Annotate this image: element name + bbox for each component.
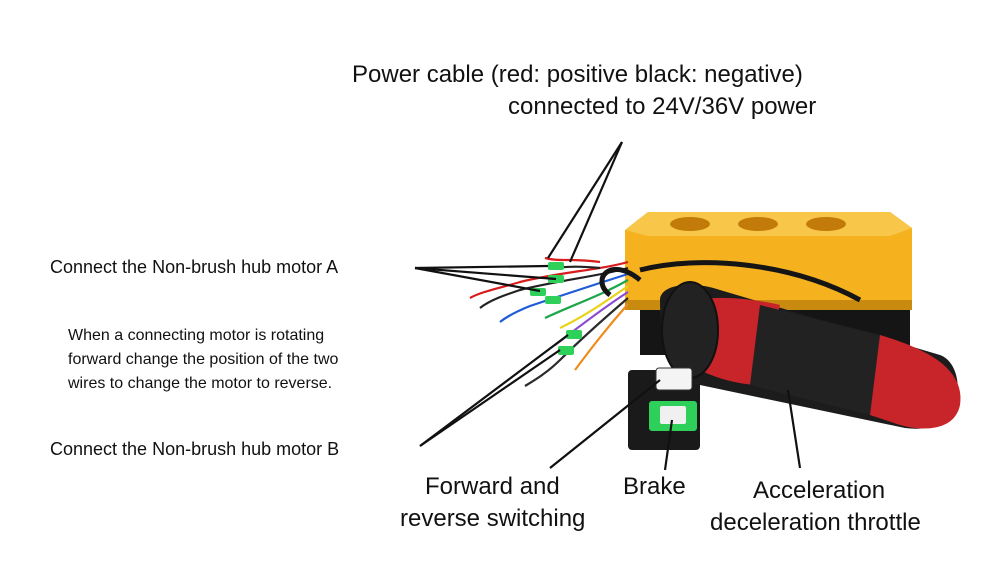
leader-motor-a-2 [414, 266, 541, 293]
leader-motor-b-1 [419, 334, 569, 447]
leader-motor-a-3 [414, 266, 557, 281]
leader-power-2 [568, 141, 624, 263]
brake-label: Brake [623, 473, 686, 500]
forward-label-1: Forward and [425, 473, 560, 500]
reverse-note-line-2: forward change the position of the two [68, 351, 339, 368]
power-cable-label-1: Power cable (red: positive black: negati… [352, 61, 803, 88]
brake-display [655, 367, 693, 391]
motor-a-label: Connect the Non-brush hub motor A [50, 257, 339, 277]
leader-motor-a-1 [414, 264, 549, 270]
throttle-label-2: deceleration throttle [710, 509, 921, 536]
leader-motor-b-2 [419, 349, 561, 447]
green-connectors [530, 262, 582, 355]
leader-power-1 [547, 141, 623, 259]
box-hole-2 [738, 217, 778, 231]
leader-forward [549, 379, 661, 469]
motor-b-label: Connect the Non-brush hub motor B [50, 439, 340, 459]
leader-brake [663, 419, 674, 471]
throttle-label-1: Acceleration [753, 477, 886, 504]
leader-lines [414, 141, 802, 471]
leader-throttle [786, 389, 802, 469]
box-hole-3 [806, 217, 846, 231]
throttle-grip [628, 281, 961, 450]
forward-label-2: reverse switching [400, 505, 586, 532]
power-cable-label-2: connected to 24V/36V power [508, 93, 817, 120]
reverse-note-line-3: wires to change the motor to reverse. [68, 375, 333, 392]
box-hole-1 [670, 217, 710, 231]
reverse-note-line-1: When a connecting motor is rotating [68, 327, 325, 344]
